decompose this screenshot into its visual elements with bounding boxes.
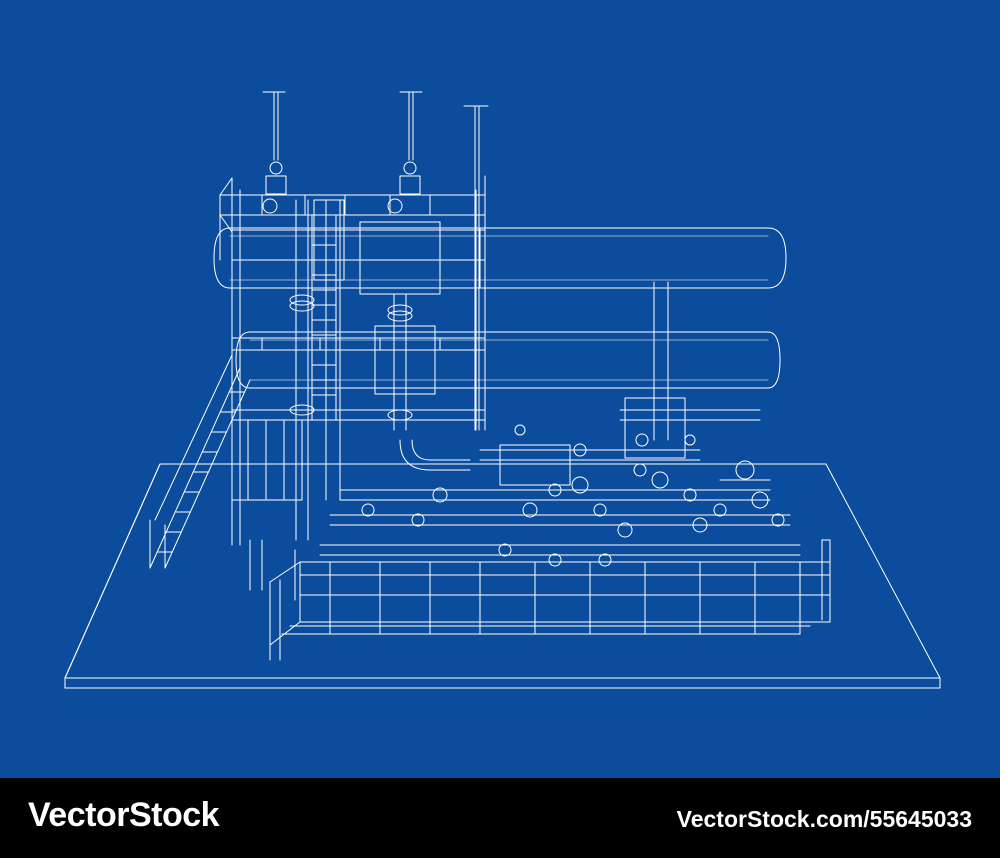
front-railing (249, 539, 831, 661)
blueprint-background (0, 0, 1000, 778)
footer-bar: VectorStock VectorStock.com/55645033 (0, 778, 1000, 858)
base-platform (64, 463, 941, 689)
vent-stacks (262, 91, 489, 431)
staircase (149, 354, 303, 569)
valves (361, 424, 785, 567)
pipe-manifold (319, 281, 801, 556)
brand-logo: VectorStock (28, 796, 220, 834)
blueprint-canvas (0, 0, 1000, 778)
internal-ladder (311, 214, 337, 421)
steel-frame (219, 175, 486, 546)
image-id: VectorStock.com/55645033 (676, 806, 972, 832)
